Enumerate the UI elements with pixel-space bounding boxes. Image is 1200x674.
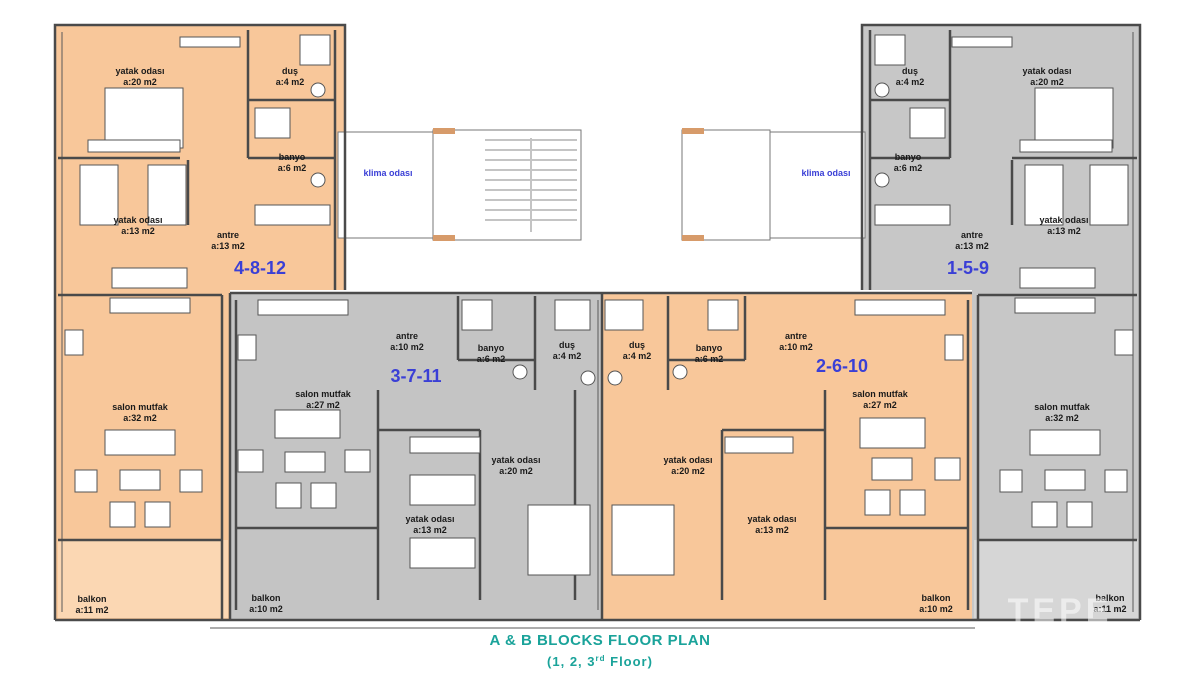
- room-3711-banyo-name: banyo: [478, 343, 505, 353]
- klima-room-left: [337, 131, 434, 239]
- furniture: [64, 34, 1134, 576]
- stair-core: klima odası klima odası: [337, 128, 866, 241]
- room-159-antre-name: antre: [961, 230, 983, 240]
- unit-numbers: 4-8-12 3-7-11 2-6-10 1-5-9: [234, 258, 989, 386]
- unit-number-159: 1-5-9: [947, 258, 989, 278]
- room-2610-antre-name: antre: [785, 331, 807, 341]
- room-2610-bed2-name: yatak odası: [747, 514, 796, 524]
- room-159-antre-area: a:13 m2: [955, 241, 989, 251]
- room-159-dus-area: a:4 m2: [896, 77, 925, 87]
- room-2610-banyo-name: banyo: [696, 343, 723, 353]
- plan-subtitle: (1, 2, 3rd Floor): [547, 654, 653, 669]
- room-4812-banyo-area: a:6 m2: [278, 163, 307, 173]
- room-159-bed2-area: a:13 m2: [1047, 226, 1081, 236]
- room-3711-dus-area: a:4 m2: [553, 351, 582, 361]
- room-4812-bed1-area: a:20 m2: [123, 77, 157, 87]
- room-2610-antre-area: a:10 m2: [779, 342, 813, 352]
- room-4812-salon-name: salon mutfak: [112, 402, 169, 412]
- balcony-159: [974, 540, 1138, 618]
- room-4812-salon-area: a:32 m2: [123, 413, 157, 423]
- room-2610-dus-name: duş: [629, 340, 645, 350]
- room-159-salon-area: a:32 m2: [1045, 413, 1079, 423]
- subtitle-pre: (1, 2, 3: [547, 654, 595, 669]
- room-3711-balkon-area: a:10 m2: [249, 604, 283, 614]
- room-4812-dus-name: duş: [282, 66, 298, 76]
- subtitle-sup: rd: [596, 654, 606, 663]
- plan-title: A & B BLOCKS FLOOR PLAN: [490, 632, 711, 649]
- room-3711-bed1-area: a:20 m2: [499, 466, 533, 476]
- balcony-4812: [58, 540, 228, 618]
- unit-number-3711: 3-7-11: [390, 366, 441, 386]
- walls: [53, 23, 1142, 629]
- room-159-dus-name: duş: [902, 66, 918, 76]
- stair-steps: [485, 138, 577, 232]
- room-2610-bed1-name: yatak odası: [663, 455, 712, 465]
- room-4812-dus-area: a:4 m2: [276, 77, 305, 87]
- klima-label-left: klima odası: [363, 168, 412, 178]
- room-2610-salon-name: salon mutfak: [852, 389, 909, 399]
- room-159-balkon-name: balkon: [1095, 593, 1124, 603]
- room-labels: yatak odası a:20 m2 duş a:4 m2 banyo a:6…: [75, 66, 1126, 615]
- room-4812-banyo-name: banyo: [279, 152, 306, 162]
- room-2610-salon-area: a:27 m2: [863, 400, 897, 410]
- room-3711-salon-name: salon mutfak: [295, 389, 352, 399]
- room-3711-antre-area: a:10 m2: [390, 342, 424, 352]
- room-159-bed1-name: yatak odası: [1022, 66, 1071, 76]
- unit-number-4812: 4-8-12: [234, 258, 286, 278]
- room-2610-balkon-area: a:10 m2: [919, 604, 953, 614]
- room-3711-bed2-name: yatak odası: [405, 514, 454, 524]
- room-2610-balkon-name: balkon: [921, 593, 950, 603]
- room-159-bed1-area: a:20 m2: [1030, 77, 1064, 87]
- stair-well-right: [681, 129, 771, 241]
- room-2610-banyo-area: a:6 m2: [695, 354, 724, 364]
- stair-well-left: [432, 129, 582, 241]
- room-2610-bed2-area: a:13 m2: [755, 525, 789, 535]
- room-3711-balkon-name: balkon: [251, 593, 280, 603]
- room-4812-bed2-name: yatak odası: [113, 215, 162, 225]
- room-3711-salon-area: a:27 m2: [306, 400, 340, 410]
- room-3711-bed2-area: a:13 m2: [413, 525, 447, 535]
- room-2610-dus-area: a:4 m2: [623, 351, 652, 361]
- room-2610-bed1-area: a:20 m2: [671, 466, 705, 476]
- klima-label-right: klima odası: [801, 168, 850, 178]
- room-4812-antre-name: antre: [217, 230, 239, 240]
- room-159-banyo-area: a:6 m2: [894, 163, 923, 173]
- room-4812-bed2-area: a:13 m2: [121, 226, 155, 236]
- klima-room-right: [769, 131, 866, 239]
- subtitle-post: Floor): [606, 654, 653, 669]
- room-3711-antre-name: antre: [396, 331, 418, 341]
- room-4812-bed1-name: yatak odası: [115, 66, 164, 76]
- room-159-balkon-area: a:11 m2: [1093, 604, 1126, 614]
- watermark: TEPE: [1008, 592, 1113, 630]
- unit-number-2610: 2-6-10: [816, 356, 868, 376]
- room-3711-banyo-area: a:6 m2: [477, 354, 506, 364]
- room-3711-dus-name: duş: [559, 340, 575, 350]
- room-4812-balkon-name: balkon: [77, 594, 106, 604]
- room-159-salon-name: salon mutfak: [1034, 402, 1091, 412]
- room-4812-antre-area: a:13 m2: [211, 241, 245, 251]
- room-159-banyo-name: banyo: [895, 152, 922, 162]
- room-4812-balkon-area: a:11 m2: [75, 605, 108, 615]
- room-3711-bed1-name: yatak odası: [491, 455, 540, 465]
- room-159-bed2-name: yatak odası: [1039, 215, 1088, 225]
